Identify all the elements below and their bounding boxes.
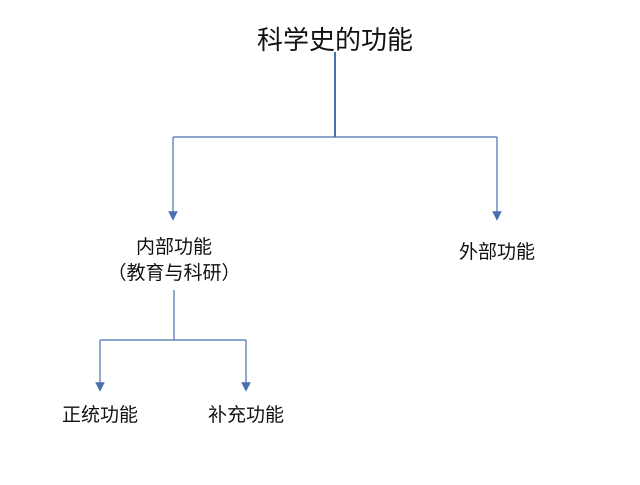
internal-function-node: 内部功能 （教育与科研） [94, 234, 254, 286]
external-function-node: 外部功能 [458, 241, 535, 263]
internal-function-sublabel: （教育与科研） [107, 262, 241, 284]
supplementary-function-node: 补充功能 [207, 404, 284, 426]
root-node: 科学史的功能 [256, 26, 413, 56]
orthodox-function-node: 正统功能 [61, 404, 138, 426]
internal-function-label: 内部功能 [135, 236, 212, 258]
